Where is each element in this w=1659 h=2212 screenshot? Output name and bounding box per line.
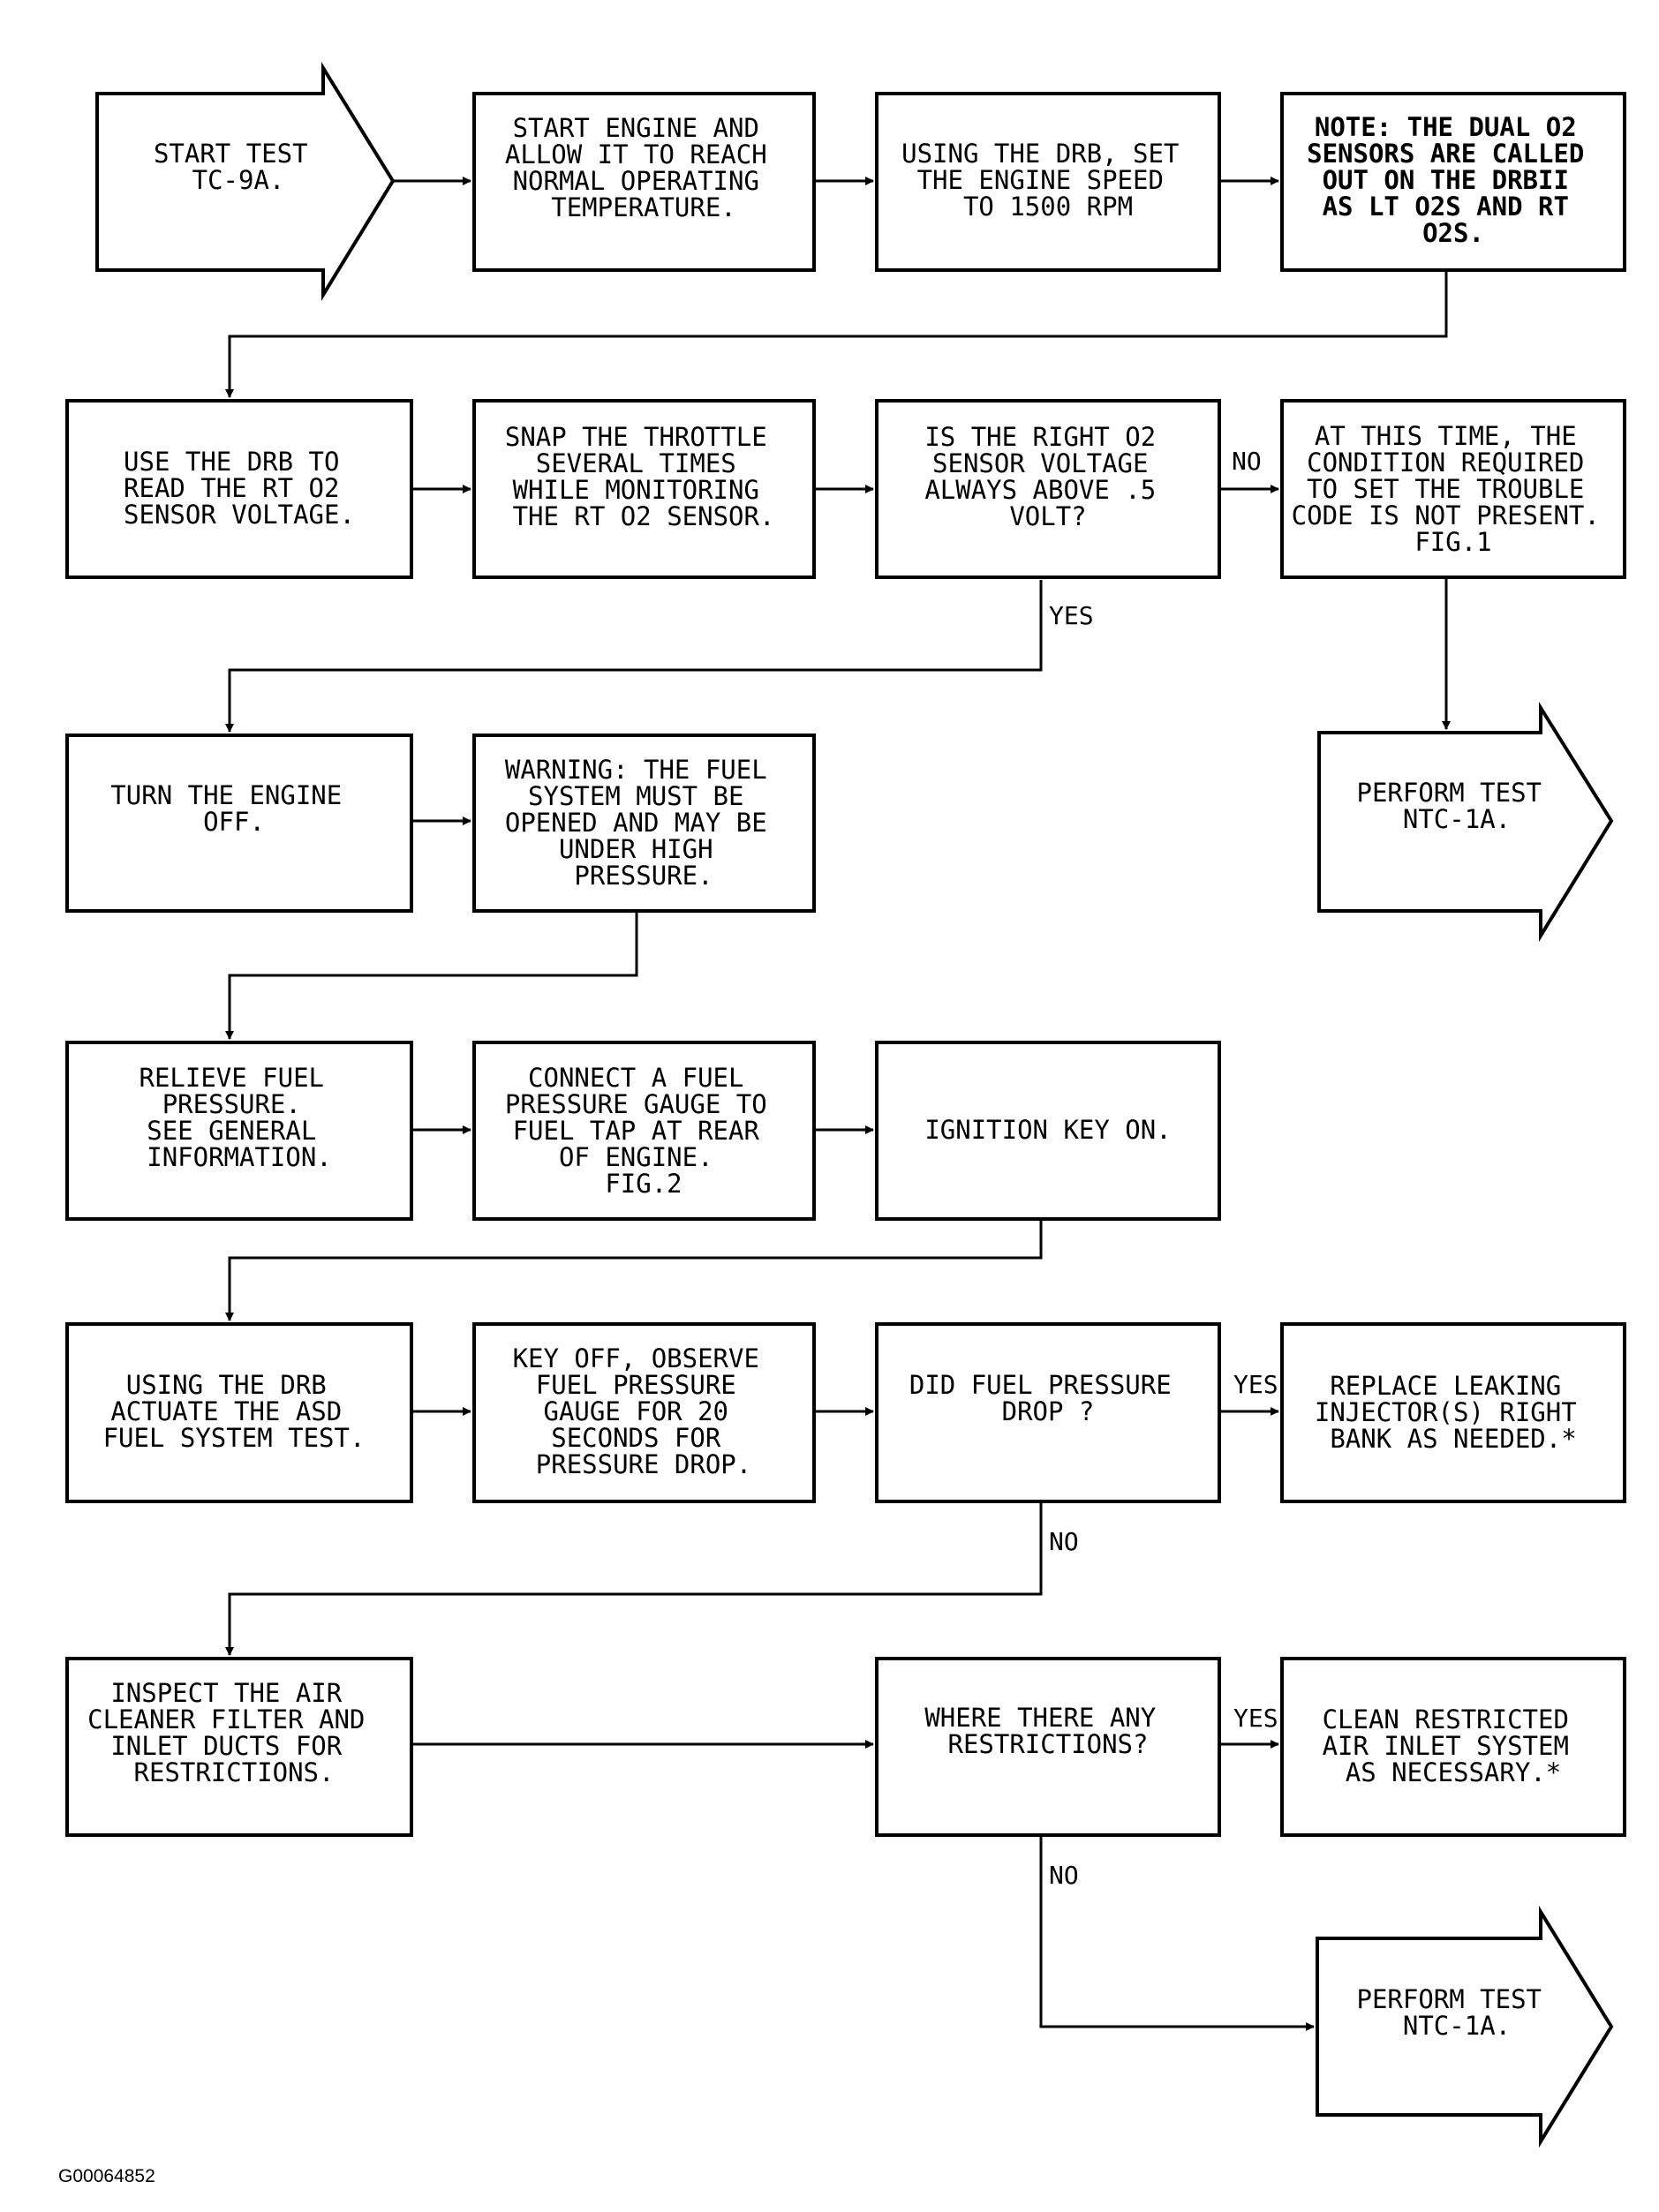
warning-box (472, 734, 816, 913)
key-off-box (472, 1322, 816, 1503)
node-snap-throttle: SNAP THE THROTTLE SEVERAL TIMES WHILE MO… (472, 399, 816, 579)
warning-text: WARNING: THE FUEL SYSTEM MUST BE OPENED … (505, 755, 782, 891)
perform-1-arrow-shape (1317, 702, 1614, 943)
replace-text: REPLACE LEAKING INJECTOR(S) RIGHT BANK A… (1315, 1371, 1592, 1454)
question-restrict-box (875, 1657, 1221, 1837)
replace-box (1280, 1322, 1626, 1503)
perform-2-arrow-shape (1316, 1905, 1614, 2148)
note-box (1280, 92, 1626, 272)
read-voltage-text: USE THE DRB TO READ THE RT O2 SENSOR VOL… (124, 447, 355, 530)
key-off-text: KEY OFF, OBSERVE FUEL PRESSURE GAUGE FOR… (513, 1343, 775, 1479)
set-speed-box (875, 92, 1221, 272)
ignition-text: IGNITION KEY ON. (924, 1115, 1171, 1145)
actuate-text: USING THE DRB ACTUATE THE ASD FUEL SYSTE… (103, 1370, 366, 1453)
snap-throttle-box (472, 399, 816, 579)
snap-throttle-text: SNAP THE THROTTLE SEVERAL TIMES WHILE MO… (505, 422, 782, 531)
label-no-restrict: NO (1049, 1861, 1079, 1890)
inspect-text: INSPECT THE AIR CLEANER FILTER AND INLET… (87, 1678, 381, 1787)
label-no-voltage: NO (1232, 447, 1262, 476)
label-no-drop: NO (1049, 1527, 1079, 1556)
node-perform-2: PERFORM TEST NTC-1A. (1316, 1905, 1614, 2148)
relieve-box (65, 1041, 413, 1221)
node-engine-off: TURN THE ENGINE OFF. (65, 734, 413, 913)
node-key-off: KEY OFF, OBSERVE FUEL PRESSURE GAUGE FOR… (472, 1322, 816, 1503)
connect-gauge-box (472, 1041, 816, 1221)
question-restrict-text: WHERE THERE ANY RESTRICTIONS? (924, 1703, 1171, 1759)
node-ignition: IGNITION KEY ON. (875, 1041, 1221, 1221)
arrow-drop-no (225, 1502, 1043, 1656)
start-engine-box (472, 92, 816, 272)
note-text: NOTE: THE DUAL O2 SENSORS ARE CALLED OUT… (1307, 112, 1600, 248)
node-question-voltage: IS THE RIGHT O2 SENSOR VOLTAGE ALWAYS AB… (875, 399, 1221, 579)
node-actuate: USING THE DRB ACTUATE THE ASD FUEL SYSTE… (65, 1322, 413, 1503)
relieve-text: RELIEVE FUEL PRESSURE. SEE GENERAL INFOR… (140, 1063, 340, 1172)
arrow-note-to-read (225, 272, 1448, 398)
ignition-box (875, 1041, 1221, 1221)
node-set-speed: USING THE DRB, SET THE ENGINE SPEED TO 1… (875, 92, 1221, 272)
label-yes-voltage: YES (1049, 601, 1094, 630)
node-relieve: RELIEVE FUEL PRESSURE. SEE GENERAL INFOR… (65, 1041, 413, 1221)
arrow-warning-to-relieve (225, 911, 638, 1040)
node-replace: REPLACE LEAKING INJECTOR(S) RIGHT BANK A… (1280, 1322, 1626, 1503)
node-start: START TEST TC-9A. (95, 61, 396, 302)
label-yes-drop: YES (1233, 1370, 1278, 1399)
start-arrow-shape (95, 61, 396, 302)
branch-labels: NO YES YES NO YES NO (1049, 447, 1278, 1890)
not-present-text: AT THIS TIME, THE CONDITION REQUIRED TO … (1292, 421, 1616, 557)
node-inspect: INSPECT THE AIR CLEANER FILTER AND INLET… (65, 1657, 413, 1837)
node-not-present: AT THIS TIME, THE CONDITION REQUIRED TO … (1280, 399, 1626, 579)
node-warning: WARNING: THE FUEL SYSTEM MUST BE OPENED … (472, 734, 816, 913)
node-start-engine: START ENGINE AND ALLOW IT TO REACH NORMA… (472, 92, 816, 272)
node-connect-gauge: CONNECT A FUEL PRESSURE GAUGE TO FUEL TA… (472, 1041, 816, 1221)
arrow-question-yes (225, 580, 1043, 733)
not-present-box (1280, 399, 1626, 579)
actuate-box (65, 1322, 413, 1503)
arrow-restrict-no (1039, 1835, 1315, 2031)
node-read-voltage: USE THE DRB TO READ THE RT O2 SENSOR VOL… (65, 399, 413, 579)
question-voltage-text: IS THE RIGHT O2 SENSOR VOLTAGE ALWAYS AB… (924, 422, 1171, 531)
label-yes-restrict: YES (1233, 1704, 1278, 1733)
connectors (225, 177, 1451, 2031)
perform-1-text: PERFORM TEST NTC-1A. (1357, 778, 1557, 834)
start-text: START TEST TC-9A. (154, 139, 323, 195)
node-question-restrict: WHERE THERE ANY RESTRICTIONS? (875, 1657, 1221, 1837)
question-drop-box (875, 1322, 1221, 1503)
perform-2-text: PERFORM TEST NTC-1A. (1357, 1984, 1557, 2041)
set-speed-text: USING THE DRB, SET THE ENGINE SPEED TO 1… (901, 139, 1195, 222)
node-clean: CLEAN RESTRICTED AIR INLET SYSTEM AS NEC… (1280, 1657, 1626, 1837)
arrow-ignition-to-actuate (225, 1220, 1043, 1321)
read-voltage-box (65, 399, 413, 579)
engine-off-text: TURN THE ENGINE OFF. (110, 780, 357, 837)
question-drop-text: DID FUEL PRESSURE DROP ? (909, 1370, 1187, 1426)
inspect-box (65, 1657, 413, 1837)
node-question-drop: DID FUEL PRESSURE DROP ? (875, 1322, 1221, 1503)
node-note: NOTE: THE DUAL O2 SENSORS ARE CALLED OUT… (1280, 92, 1626, 272)
clean-text: CLEAN RESTRICTED AIR INLET SYSTEM AS NEC… (1323, 1704, 1585, 1787)
start-engine-text: START ENGINE AND ALLOW IT TO REACH NORMA… (505, 113, 782, 222)
connect-gauge-text: CONNECT A FUEL PRESSURE GAUGE TO FUEL TA… (505, 1063, 782, 1199)
figure-code: G00064852 (58, 2166, 155, 2186)
question-voltage-box (875, 399, 1221, 579)
engine-off-box (65, 734, 413, 913)
node-perform-1: PERFORM TEST NTC-1A. (1317, 702, 1614, 943)
clean-box (1280, 1657, 1626, 1837)
